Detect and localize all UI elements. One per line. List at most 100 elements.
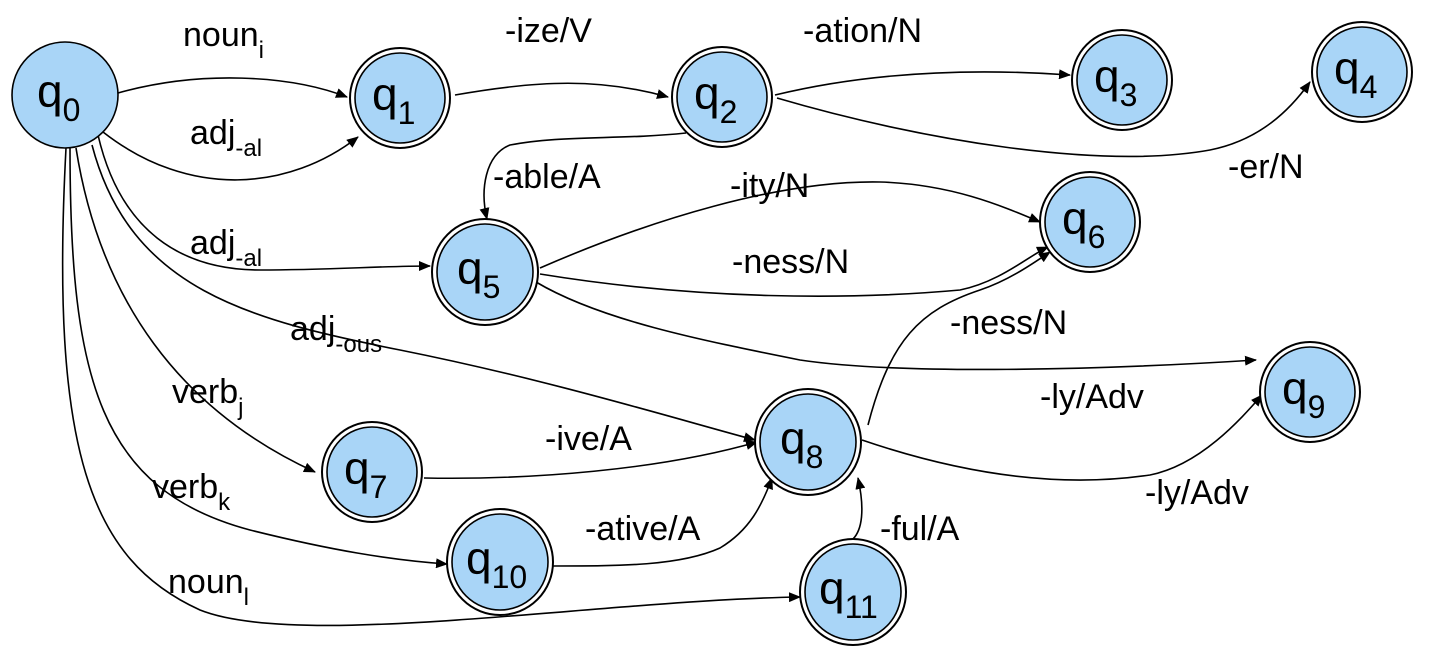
edge-label-subscript: l	[244, 584, 249, 611]
state-label-base: q	[466, 532, 492, 584]
state-label: q5	[457, 242, 500, 305]
edge-label-q5-q6: -ness/N	[732, 243, 849, 281]
edge-label-base: adj	[290, 310, 335, 348]
state-label-subscript: 2	[720, 94, 738, 130]
edge-label-q5-q9: -ly/Adv	[1040, 378, 1144, 416]
state-label-base: q	[372, 68, 398, 120]
state-q9: q9	[1259, 341, 1361, 443]
state-label-subscript: 3	[1120, 77, 1138, 113]
state-label: q0	[37, 65, 80, 128]
edges	[61, 69, 1311, 627]
state-inner-circle	[1316, 26, 1408, 118]
edge-label-base: verb	[172, 373, 238, 411]
state-q7: q7	[321, 421, 423, 523]
state-label-base: q	[694, 67, 720, 119]
state-label-subscript: 0	[63, 92, 81, 128]
edge-label-q8-q6: -ness/N	[950, 304, 1067, 342]
state-label: q4	[1334, 42, 1377, 105]
edge-q0-q10	[69, 147, 448, 569]
edge-label-base: -ly/Adv	[1145, 474, 1249, 512]
edge-label-base: -er/N	[1228, 148, 1304, 186]
edge-label-subscript: j	[237, 394, 243, 421]
edge-q8-q6	[867, 251, 1051, 426]
edge-label-q0-q11: nounl	[168, 563, 249, 611]
edge-label-base: -ive/A	[545, 420, 632, 458]
edge-q0-q5	[97, 134, 431, 272]
state-label-base: q	[1062, 192, 1088, 244]
state-label-base: q	[1094, 50, 1120, 102]
edge-label-base: -ly/Adv	[1040, 378, 1144, 416]
edge-q0-q1	[117, 77, 348, 98]
edge-label-base: -ful/A	[880, 510, 960, 548]
edge-label-q0-q8: adj-ous	[290, 310, 382, 358]
state-label-base: q	[1282, 362, 1308, 414]
edge-label-q11-q8: -ful/A	[880, 510, 960, 548]
state-inner-circle	[354, 52, 446, 144]
edge-label-q0-q10: verbk	[152, 468, 231, 516]
edge-label-base: verb	[152, 468, 218, 506]
state-inner-circle	[759, 393, 857, 491]
edge-label-q10-q8: -ative/A	[585, 510, 701, 548]
edge-q0-q1	[102, 131, 359, 181]
state-inner-circle	[326, 426, 418, 518]
state-label-subscript: 10	[492, 559, 528, 595]
edge-label-q0-q7: verbj	[172, 373, 243, 421]
state-label: q2	[694, 67, 737, 130]
state-label: q9	[1282, 362, 1325, 425]
edge-q7-q8	[423, 440, 758, 480]
state-q4: q4	[1311, 21, 1413, 123]
edge-q10-q8	[552, 477, 773, 567]
edge-label-base: -ative/A	[585, 510, 701, 548]
state-label-subscript: 8	[806, 439, 824, 475]
state-inner-circle	[676, 51, 768, 143]
state-circle	[11, 41, 119, 149]
edge-q5-q9	[535, 281, 1257, 371]
state-q6: q6	[1039, 171, 1141, 273]
state-label-base: q	[780, 412, 806, 464]
state-label-subscript: 6	[1088, 219, 1106, 255]
edge-label-subscript: -al	[235, 135, 262, 162]
state-label: q8	[780, 412, 823, 475]
edge-label-q0-q1: adj-al	[190, 114, 262, 162]
state-inner-circle	[1044, 176, 1136, 268]
state-q8: q8	[754, 388, 862, 496]
edge-label-q0-q5: adj-al	[190, 224, 262, 272]
edge-q2-q4	[776, 81, 1311, 158]
state-label-subscript: 9	[1308, 389, 1326, 425]
edge-q5-q6	[539, 246, 1049, 297]
state-label-base: q	[457, 242, 483, 294]
edge-q1-q2	[454, 82, 669, 99]
edge-label-base: adj	[190, 224, 235, 262]
edge-labels: nouniadj-al-ize/V-ation/N-er/N-able/Aadj…	[152, 12, 1304, 611]
edge-label-q2-q5: -able/A	[493, 158, 601, 196]
state-label: q3	[1094, 50, 1137, 113]
state-label-subscript: 4	[1360, 69, 1378, 105]
edge-q0-q7	[75, 147, 316, 473]
state-q5: q5	[431, 218, 539, 326]
state-label: q11	[819, 562, 878, 625]
edge-q2-q5	[479, 132, 687, 220]
state-inner-circle	[1264, 346, 1356, 438]
edge-label-base: -ity/N	[730, 167, 809, 205]
state-label: q6	[1062, 192, 1105, 255]
edge-label-subscript: i	[259, 37, 264, 64]
state-q3: q3	[1071, 29, 1173, 131]
edge-label-q1-q2: -ize/V	[505, 12, 592, 50]
state-label-base: q	[819, 562, 845, 614]
edge-label-q2-q3: -ation/N	[803, 12, 922, 50]
edge-label-base: -ness/N	[950, 304, 1067, 342]
state-inner-circle	[451, 513, 549, 611]
state-label-subscript: 1	[398, 95, 416, 131]
edge-label-base: -able/A	[493, 158, 601, 196]
state-label-subscript: 7	[370, 469, 388, 505]
state-inner-circle	[436, 223, 534, 321]
edge-label-base: adj	[190, 114, 235, 152]
edge-q11-q8	[852, 477, 866, 540]
state-label: q1	[372, 68, 415, 131]
edge-label-subscript: -al	[235, 245, 262, 272]
state-inner-circle	[804, 543, 902, 641]
state-label-base: q	[37, 65, 63, 117]
edge-label-base: noun	[168, 563, 244, 601]
